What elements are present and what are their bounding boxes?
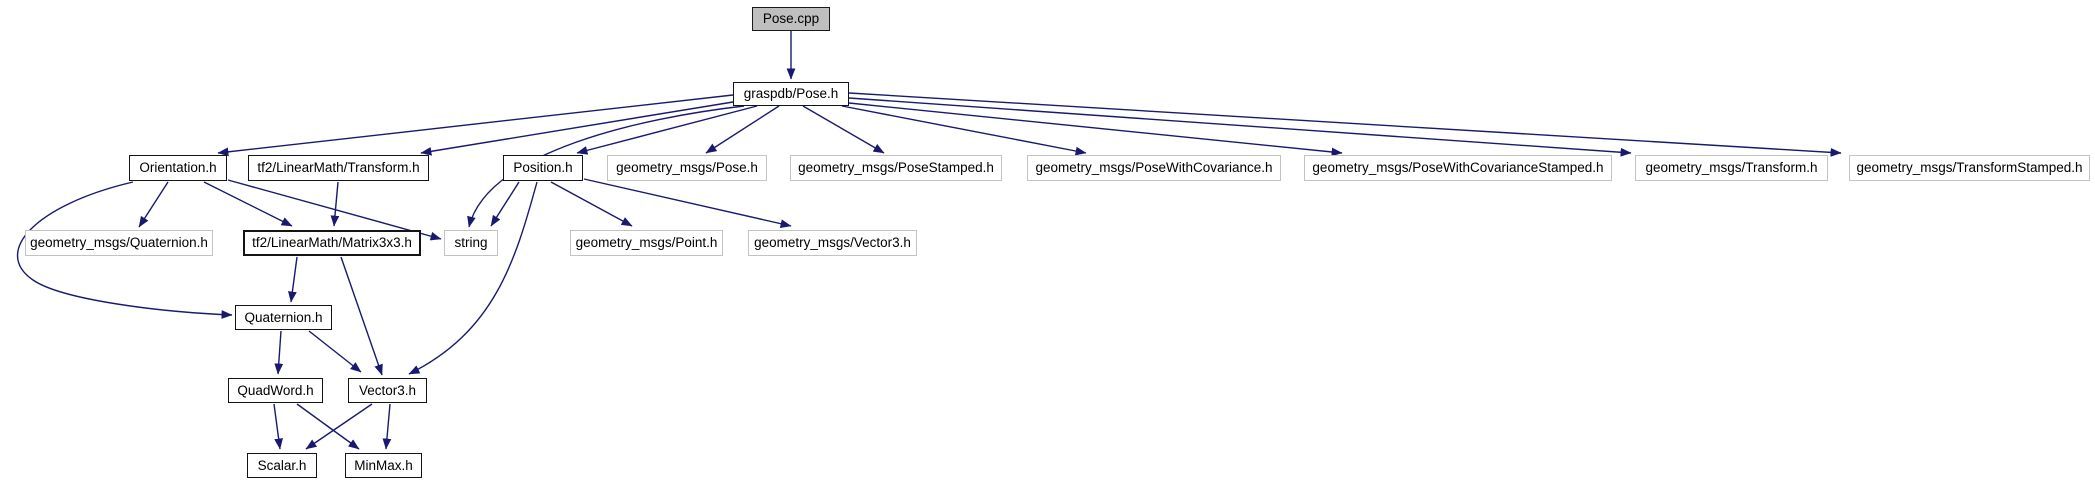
- graph-node-label-quaternion-h: Quaternion.h: [244, 309, 323, 325]
- graph-node-label-position-h: Position.h: [513, 160, 573, 176]
- graph-node-pose-cpp: Pose.cpp: [752, 7, 830, 31]
- edge-position-h-to-gm-vector3-h: [583, 178, 792, 228]
- graph-node-orientation-h[interactable]: Orientation.h: [129, 155, 227, 181]
- edge-graspdb-pose-h-to-gm-pwcs-h: [848, 102, 1343, 157]
- graph-node-label-orientation-h: Orientation.h: [139, 160, 217, 176]
- graph-node-label-string: string: [454, 235, 488, 251]
- graph-node-graspdb-pose-h[interactable]: graspdb/Pose.h: [733, 82, 849, 106]
- graph-node-gm-pwcs-h: geometry_msgs/PoseWithCovarianceStamped.…: [1304, 155, 1612, 181]
- graph-node-label-gm-pwcs-h: geometry_msgs/PoseWithCovarianceStamped.…: [1312, 160, 1604, 176]
- graph-node-label-tf2-transform-h: tf2/LinearMath/Transform.h: [257, 160, 420, 176]
- graph-node-label-pose-cpp: Pose.cpp: [762, 11, 820, 27]
- graph-node-quadword-h[interactable]: QuadWord.h: [228, 378, 323, 403]
- edge-tf2-transform-h-to-tf2-matrix3x3-h: [330, 181, 340, 227]
- edge-orientation-h-to-gm-quaternion-h: [138, 181, 169, 228]
- graph-node-gm-transform-h: geometry_msgs/Transform.h: [1635, 155, 1828, 181]
- edge-graspdb-pose-h-to-gm-transform-h: [848, 97, 1632, 157]
- edge-graspdb-pose-h-to-orientation-h: [217, 94, 734, 157]
- graph-node-gm-quaternion-h: geometry_msgs/Quaternion.h: [25, 230, 213, 256]
- edge-orientation-h-to-tf2-matrix3x3-h: [203, 181, 293, 227]
- graph-node-label-scalar-h: Scalar.h: [257, 457, 307, 473]
- edge-quadword-h-to-scalar-h: [273, 403, 283, 450]
- graph-node-position-h[interactable]: Position.h: [503, 155, 583, 181]
- edge-quaternion-h-to-vector3-h: [308, 330, 362, 373]
- graph-node-label-gm-transform-h: geometry_msgs/Transform.h: [1645, 160, 1818, 176]
- edge-vector3-h-to-scalar-h: [305, 403, 373, 450]
- graph-node-gm-transformstamped-h: geometry_msgs/TransformStamped.h: [1849, 155, 2090, 181]
- graph-node-minmax-h[interactable]: MinMax.h: [345, 453, 422, 478]
- graph-node-label-quadword-h: QuadWord.h: [237, 382, 314, 398]
- edge-tf2-matrix3x3-h-to-quaternion-h: [288, 256, 298, 303]
- edge-vector3-h-to-minmax-h: [382, 403, 392, 450]
- graph-node-label-minmax-h: MinMax.h: [354, 457, 413, 473]
- graph-node-tf2-matrix3x3-h[interactable]: tf2/LinearMath/Matrix3x3.h: [243, 230, 421, 256]
- graph-node-gm-posestamped-h: geometry_msgs/PoseStamped.h: [790, 155, 1002, 181]
- edge-position-h-to-vector3-h: [408, 181, 538, 375]
- edge-graspdb-pose-h-to-gm-pwc-h: [841, 105, 1087, 156]
- edge-graspdb-pose-h-to-gm-pose-h: [705, 105, 780, 154]
- graph-node-label-tf2-matrix3x3-h: tf2/LinearMath/Matrix3x3.h: [252, 235, 412, 251]
- edge-quaternion-h-to-quadword-h: [274, 330, 284, 375]
- graph-node-gm-vector3-h: geometry_msgs/Vector3.h: [748, 230, 917, 256]
- graph-node-scalar-h[interactable]: Scalar.h: [247, 453, 317, 478]
- graph-node-label-vector3-h: Vector3.h: [358, 382, 417, 398]
- graph-node-label-gm-pwc-h: geometry_msgs/PoseWithCovariance.h: [1035, 160, 1273, 176]
- graph-node-label-gm-quaternion-h: geometry_msgs/Quaternion.h: [30, 235, 208, 251]
- graph-node-quaternion-h[interactable]: Quaternion.h: [235, 305, 332, 330]
- graph-node-label-gm-pose-h: geometry_msgs/Pose.h: [616, 160, 758, 176]
- graph-node-label-gm-point-h: geometry_msgs/Point.h: [575, 235, 718, 251]
- graph-node-vector3-h[interactable]: Vector3.h: [348, 378, 427, 403]
- graph-node-gm-pwc-h: geometry_msgs/PoseWithCovariance.h: [1027, 155, 1281, 181]
- edge-tf2-matrix3x3-h-to-vector3-h: [340, 256, 383, 376]
- graph-node-label-graspdb-pose-h: graspdb/Pose.h: [743, 86, 839, 102]
- edge-graspdb-pose-h-to-gm-posestamped-h: [802, 105, 885, 154]
- graph-node-label-gm-vector3-h: geometry_msgs/Vector3.h: [754, 235, 911, 251]
- edge-position-h-to-gm-point-h: [550, 181, 633, 227]
- edge-graspdb-pose-h-to-position-h: [576, 105, 758, 155]
- graph-node-label-gm-posestamped-h: geometry_msgs/PoseStamped.h: [798, 160, 994, 176]
- edge-graspdb-pose-h-to-gm-transformstamped-h: [848, 92, 1842, 157]
- graph-node-gm-pose-h: geometry_msgs/Pose.h: [607, 155, 767, 181]
- graph-node-string: string: [444, 230, 498, 256]
- graph-node-label-gm-transformstamped-h: geometry_msgs/TransformStamped.h: [1856, 160, 2083, 176]
- graph-node-tf2-transform-h[interactable]: tf2/LinearMath/Transform.h: [248, 155, 429, 181]
- edge-graspdb-pose-h-to-tf2-transform-h: [420, 101, 734, 156]
- edge-position-h-to-string: [490, 181, 520, 227]
- edge-quadword-h-to-minmax-h: [296, 403, 360, 450]
- graph-node-gm-point-h: geometry_msgs/Point.h: [570, 230, 723, 256]
